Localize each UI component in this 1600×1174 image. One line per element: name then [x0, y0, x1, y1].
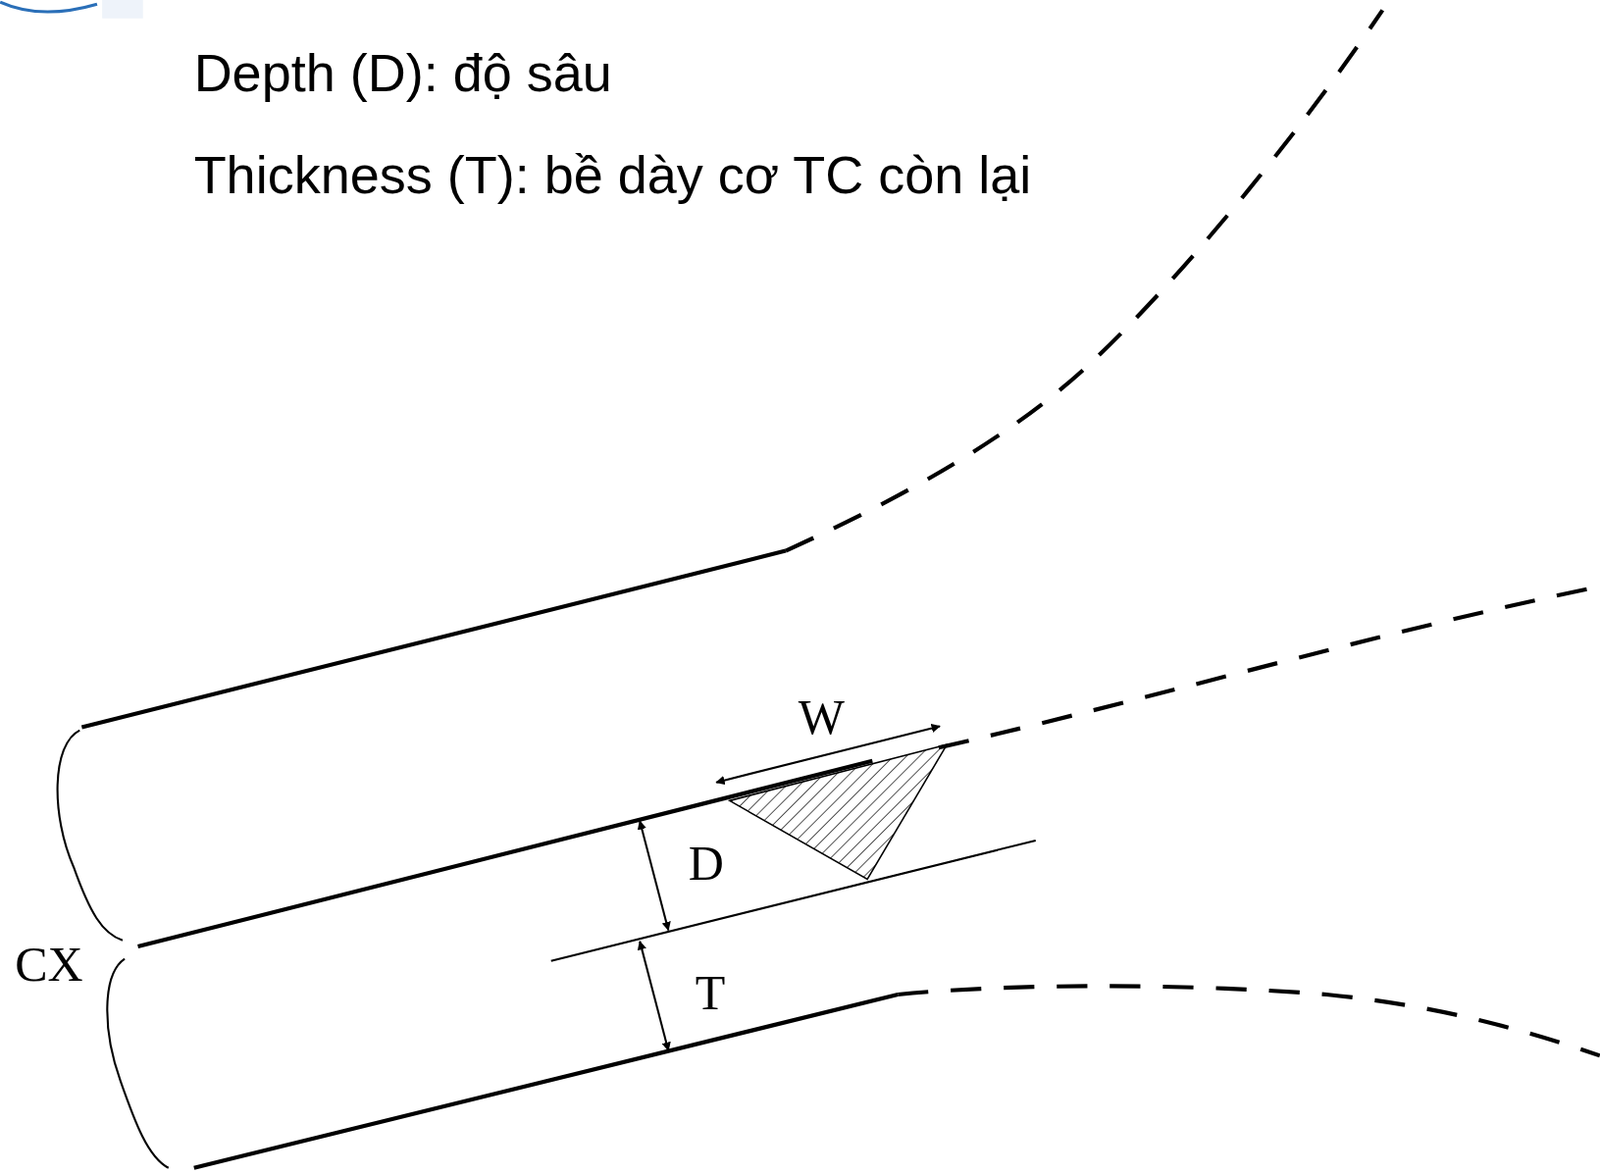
region-label: CX — [14, 939, 83, 989]
definition-note: Depth (D): độ sâu — [194, 46, 613, 100]
depth-arrow — [639, 821, 669, 930]
defect-hatch — [729, 744, 948, 879]
logo-fragment — [0, 1, 98, 12]
dimension-label: T — [695, 968, 726, 1018]
wall-dashed — [897, 985, 1600, 1056]
brace — [106, 959, 168, 1169]
wall-line — [81, 551, 786, 728]
logo-fragment — [102, 0, 144, 19]
brace — [57, 730, 123, 941]
definition-note: Thickness (T): bề dày cơ TC còn lại — [194, 148, 1033, 202]
canal-dashed — [938, 586, 1600, 748]
dimension-label: D — [688, 838, 724, 888]
wall-line — [194, 994, 899, 1169]
dimension-label: W — [798, 692, 845, 742]
wall-dashed — [785, 9, 1383, 551]
thickness-arrow — [639, 941, 669, 1051]
depth-line — [551, 840, 1036, 962]
canal-line — [138, 761, 874, 947]
